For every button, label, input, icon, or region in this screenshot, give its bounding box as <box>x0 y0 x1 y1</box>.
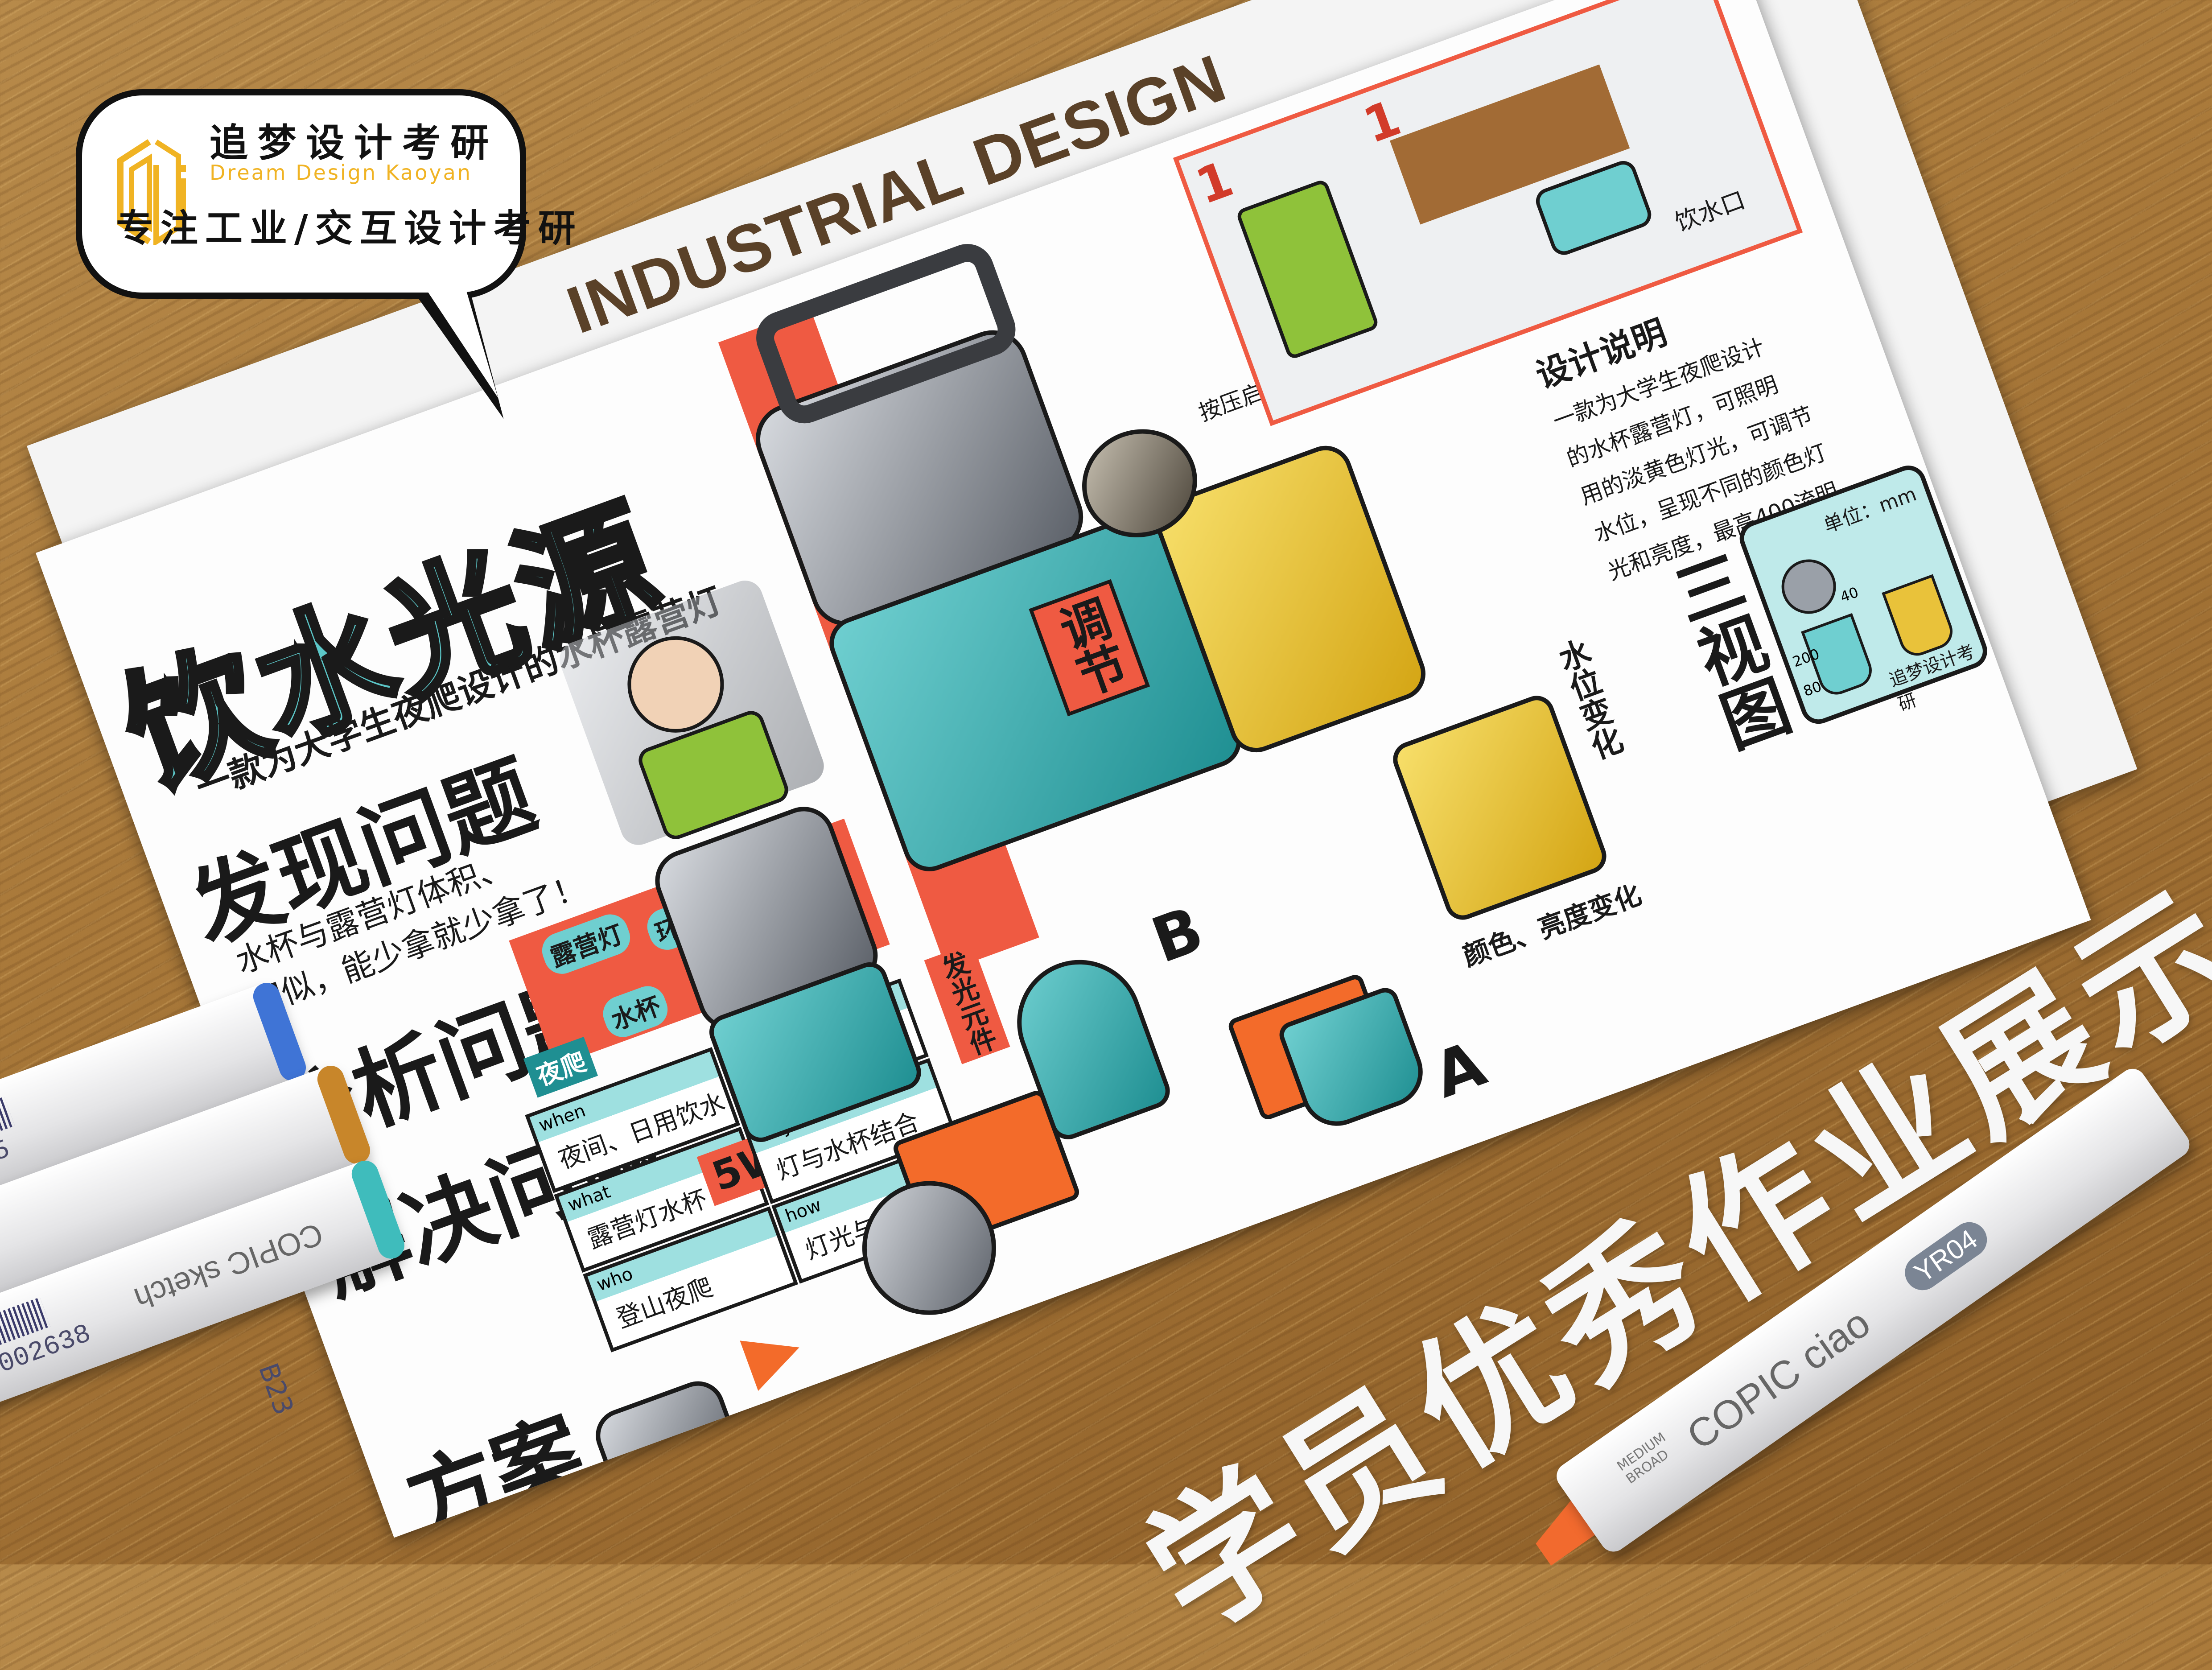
brand-name-cn: 追梦设计考研 <box>210 121 498 165</box>
hiker-figure <box>1235 178 1380 361</box>
view-letter-b: B <box>1142 893 1213 978</box>
top-view-icon <box>1774 552 1844 622</box>
brand-tagline: 专注工业/交互设计考研 <box>116 206 583 250</box>
pen-color-code: B23 <box>252 1359 300 1419</box>
view-letter-a: A <box>1424 1027 1495 1113</box>
section-scheme: 方案 <box>394 1399 597 1538</box>
hexagon-di-logo-icon <box>117 139 186 245</box>
brand-name-en: Dream Design Kaoyan <box>210 161 472 185</box>
double-arrow-icon <box>740 1322 809 1391</box>
drink-port-label: 饮水口 <box>1671 186 1749 237</box>
dimension-label: 40 <box>1837 583 1861 606</box>
cylinder-render <box>588 1373 751 1520</box>
pen-nib-label: MEDIUM BROAD <box>1614 1429 1672 1487</box>
light-element-label: 发光元件 <box>924 943 1010 1064</box>
